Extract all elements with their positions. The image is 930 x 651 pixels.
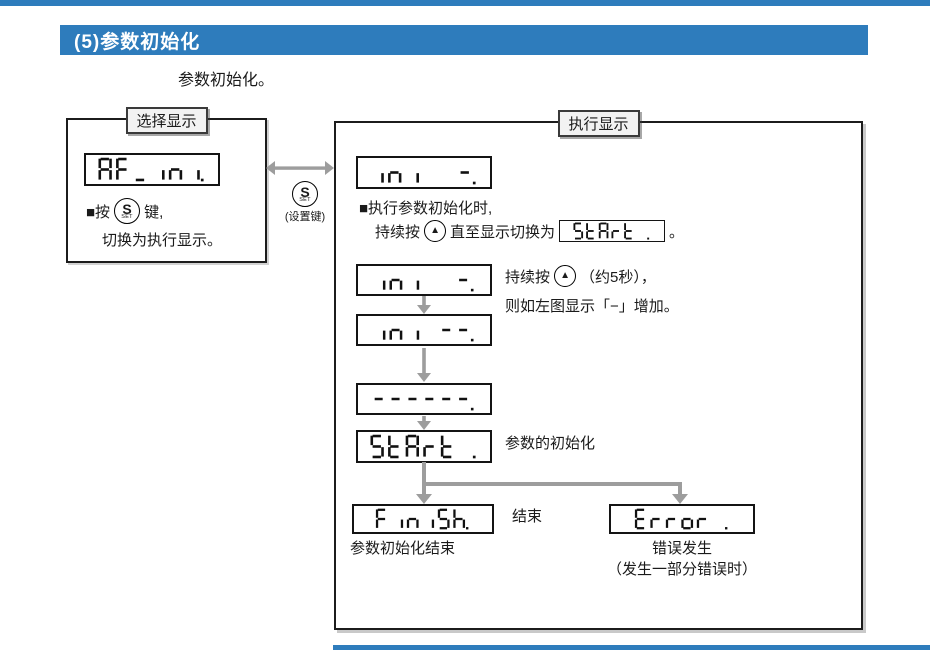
seven-segment-display-ini-1 — [356, 156, 492, 189]
finish-caption: 参数初始化结束 — [350, 540, 456, 557]
set-key-letter: S — [122, 201, 132, 217]
seven-segment-display-ini-2 — [356, 264, 492, 296]
up-key-icon: ▲ — [554, 265, 577, 287]
seven-segment-display-start — [356, 430, 492, 463]
inline-seven-segment-start — [559, 220, 666, 242]
set-key-sub: SET — [121, 213, 133, 220]
exec-note-line2: 持续按 ▲ 直至显示切换为 。 — [375, 220, 684, 242]
hold-note-line2: 则如左图显示「−」增加。 — [505, 298, 679, 315]
branch-arrows — [416, 462, 688, 504]
select-note-line1: ■按 S SET 键, — [86, 198, 163, 224]
exec-note-line1: ■执行参数初始化时, — [359, 200, 493, 217]
set-key-icon: S SET — [114, 198, 141, 224]
execution-display-panel: 执行显示 ■执行参数初始化时, 持续按 ▲ 直至显示切换为 。 持续按 ▲ （约… — [334, 110, 863, 630]
top-accent-strip — [0, 0, 930, 6]
start-label: 参数的初始化 — [505, 435, 596, 452]
note-text: 键, — [144, 203, 164, 221]
set-key-sub: SET — [299, 196, 311, 203]
error-caption-line2: （发生一部分错误时） — [606, 561, 757, 578]
seven-segment-display-ini-3 — [356, 314, 492, 346]
execution-panel-title: 执行显示 — [557, 110, 640, 137]
intro-text: 参数初始化。 — [178, 72, 275, 89]
finish-label: 结束 — [512, 508, 543, 525]
note-text: 持续按 — [375, 223, 421, 241]
note-text: 直至显示切换为 — [450, 223, 556, 241]
set-key-label: (设置键) — [284, 211, 326, 223]
seven-segment-display-af-ini — [84, 153, 220, 186]
down-arrow-icon — [417, 296, 431, 314]
section-title: (5)参数初始化 — [74, 31, 201, 53]
set-key-letter: S — [300, 184, 310, 200]
up-key-glyph: ▲ — [430, 225, 440, 236]
down-arrow-icon — [417, 416, 431, 430]
note-text: ■按 — [86, 203, 111, 221]
seven-segment-display-error — [609, 504, 755, 534]
selection-display-panel: 选择显示 ■按 S SET 键, 切换为执行显示。 — [66, 107, 267, 263]
set-key-icon: S SET — [292, 181, 318, 207]
seven-segment-display-finish — [352, 504, 494, 534]
error-caption-line1: 错误发生 — [651, 540, 712, 557]
hold-note-line1: 持续按 ▲ （约5秒）， — [505, 265, 656, 287]
double-arrow-icon — [266, 161, 334, 175]
select-note-line2: 切换为执行显示。 — [102, 232, 223, 249]
note-text: 持续按 — [505, 268, 551, 286]
note-text: 。 — [669, 223, 685, 241]
bottom-accent-strip — [333, 645, 930, 650]
section-header-bar: (5)参数初始化 — [60, 25, 868, 55]
selection-panel-title: 选择显示 — [125, 107, 208, 134]
down-arrow-icon — [417, 348, 431, 382]
note-text: （约5秒）， — [580, 268, 656, 286]
up-key-icon: ▲ — [424, 220, 447, 242]
up-key-glyph: ▲ — [560, 270, 570, 281]
seven-segment-display-dashes — [356, 383, 492, 415]
